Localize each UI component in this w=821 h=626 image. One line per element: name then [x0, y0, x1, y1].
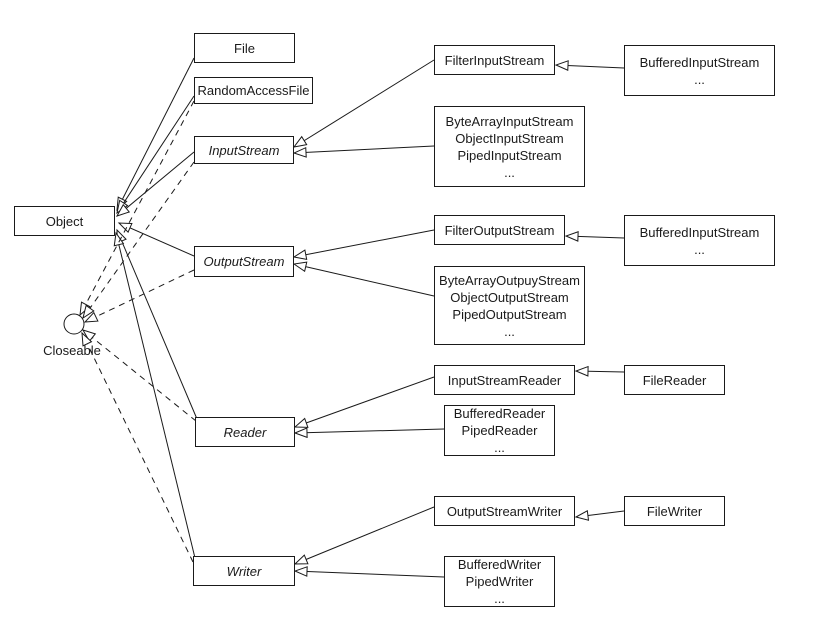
class-label: PipedReader: [461, 423, 538, 438]
class-node-file-reader: FileReader: [624, 365, 725, 395]
ellipsis-label: ...: [494, 591, 505, 606]
class-node-group-byte-array-input: ByteArrayInputStream ObjectInputStream P…: [434, 106, 585, 187]
class-node-writer: Writer: [193, 556, 295, 586]
class-label: Reader: [223, 424, 267, 440]
edge-filereader-extends-inputstreamreader: [574, 365, 625, 377]
class-label: ObjectInputStream: [455, 130, 564, 146]
class-label: Writer: [226, 563, 262, 579]
class-node-output-stream: OutputStream: [194, 246, 294, 277]
class-node-reader: Reader: [195, 417, 295, 447]
class-label: BufferedInputStream: [639, 54, 760, 70]
class-node-filter-input-stream: FilterInputStream: [434, 45, 555, 75]
ellipsis-label: ...: [504, 323, 515, 339]
edge-reader-extends-object: [116, 228, 198, 420]
edge-bufferedreader-group-extends-reader: [293, 427, 445, 439]
class-node-output-stream-writer: OutputStreamWriter: [434, 496, 575, 526]
class-label: InputStream: [208, 142, 280, 158]
edge-outputstream-implements-closeable: [83, 269, 195, 323]
class-label: BufferedReader: [453, 406, 546, 421]
class-label: Object: [45, 213, 84, 229]
edge-outputstream-extends-object: [117, 222, 195, 257]
ellipsis-label: ...: [694, 241, 705, 257]
class-node-file: File: [194, 33, 295, 63]
class-label: BufferedInputStream: [639, 224, 760, 240]
class-label: ByteArrayInputStream: [445, 113, 574, 129]
ellipsis-label: ...: [694, 71, 705, 87]
class-node-buffered-input-stream-middle: BufferedInputStream ...: [624, 215, 775, 266]
edge-bytearrayinput-group-extends-inputstream: [292, 145, 435, 158]
class-label: ObjectOutputStream: [450, 289, 569, 305]
edge-randomaccessfile-implements-closeable: [79, 100, 195, 317]
class-node-group-byte-array-output: ByteArrayOutpuyStream ObjectOutputStream…: [434, 266, 585, 345]
edge-bytearrayoutput-group-extends-outputstream: [292, 261, 435, 297]
edge-inputstream-extends-object: [115, 151, 195, 217]
class-label: InputStreamReader: [447, 372, 562, 388]
edge-filterinputstream-extends-inputstream: [292, 59, 435, 148]
edge-filteroutputstream-extends-outputstream: [292, 229, 435, 260]
ellipsis-label: ...: [504, 164, 515, 180]
class-node-filter-output-stream: FilterOutputStream: [434, 215, 565, 245]
edge-writer-implements-closeable: [81, 331, 194, 563]
edge-filewriter-extends-outputstreamwriter: [574, 510, 625, 521]
edge-reader-implements-closeable: [81, 329, 197, 422]
class-node-group-buffered-writer: BufferedWriter PipedWriter ...: [444, 556, 555, 607]
class-label: PipedInputStream: [457, 147, 562, 163]
class-label: PipedWriter: [465, 574, 534, 589]
edge-randomaccessfile-extends-object: [116, 95, 195, 215]
class-node-input-stream: InputStream: [194, 136, 294, 164]
class-label: OutputStream: [203, 254, 285, 269]
edge-outputstreamwriter-extends-writer: [293, 506, 435, 565]
class-label: FilterInputStream: [444, 52, 545, 68]
class-label: BufferedWriter: [457, 557, 542, 572]
edge-bufferedinputstream-extends-filterinputstream: [554, 60, 625, 71]
class-node-input-stream-reader: InputStreamReader: [434, 365, 575, 395]
closeable-interface-circle: [63, 313, 85, 335]
class-label: OutputStreamWriter: [446, 503, 563, 519]
class-label: FileReader: [642, 372, 707, 388]
class-label: FileWriter: [646, 503, 703, 519]
closeable-interface-label: Closeable: [43, 343, 101, 358]
class-node-buffered-input-stream-top: BufferedInputStream ...: [624, 45, 775, 96]
class-label: FilterOutputStream: [444, 222, 555, 238]
ellipsis-label: ...: [494, 440, 505, 455]
edge-file-extends-object: [116, 57, 195, 212]
class-label: PipedOutputStream: [452, 306, 567, 322]
edge-writer-extends-object: [113, 231, 196, 559]
class-label: ByteArrayOutpuyStream: [439, 272, 580, 288]
class-node-random-access-file: RandomAccessFile: [194, 77, 313, 104]
edge-bufferedinputstream2-extends-filteroutputstream: [564, 231, 625, 242]
edge-inputstream-implements-closeable: [82, 161, 195, 320]
class-node-object: Object: [14, 206, 115, 236]
class-label: File: [234, 40, 255, 56]
class-node-file-writer: FileWriter: [624, 496, 725, 526]
class-label: RandomAccessFile: [197, 83, 310, 98]
class-node-group-buffered-reader: BufferedReader PipedReader ...: [444, 405, 555, 456]
edge-inputstreamreader-extends-reader: [293, 376, 435, 428]
edge-bufferedwriter-group-extends-writer: [293, 566, 445, 578]
